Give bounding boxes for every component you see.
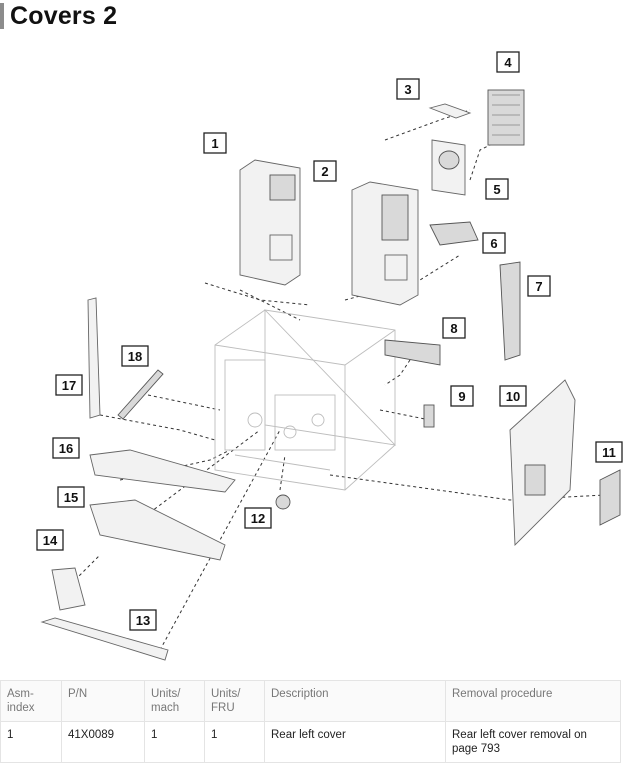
svg-text:18: 18 — [128, 349, 142, 364]
callout-13: 13 — [129, 609, 157, 631]
header-description: Description — [264, 680, 446, 722]
part-17-side-strip — [87, 297, 101, 419]
cell-units-mach: 1 — [144, 721, 205, 763]
part-13-bottom-rail — [40, 617, 169, 661]
callout-12: 12 — [244, 507, 272, 529]
callout-1: 1 — [203, 132, 227, 154]
callout-17: 17 — [55, 374, 83, 396]
svg-text:4: 4 — [504, 55, 512, 70]
cell-description: Rear left cover — [264, 721, 446, 763]
part-14-bracket — [51, 567, 86, 611]
svg-text:6: 6 — [490, 236, 497, 251]
part-11-vent — [599, 469, 621, 526]
svg-text:14: 14 — [43, 533, 58, 548]
cell-removal-procedure: Rear left cover removal on page 793 — [445, 721, 621, 763]
parts-table-header: Asm- index P/N Units/ mach Units/ FRU De… — [0, 680, 621, 722]
callout-9: 9 — [450, 385, 474, 407]
part-7-strip — [499, 261, 521, 361]
svg-text:7: 7 — [535, 279, 542, 294]
callout-15: 15 — [57, 486, 85, 508]
callout-4: 4 — [496, 51, 520, 73]
svg-text:3: 3 — [404, 82, 411, 97]
part-1-rear-left-cover — [239, 159, 301, 286]
part-4-filter — [487, 89, 525, 146]
svg-text:10: 10 — [506, 389, 520, 404]
callout-14: 14 — [36, 529, 64, 551]
svg-text:2: 2 — [321, 164, 328, 179]
part-2-cover — [351, 181, 419, 306]
callout-16: 16 — [52, 437, 80, 459]
part-8-bracket — [384, 339, 441, 366]
header-units-mach: Units/ mach — [144, 680, 205, 722]
callout-6: 6 — [482, 232, 506, 254]
callout-8: 8 — [442, 317, 466, 339]
callout-10: 10 — [499, 385, 527, 407]
page-title-bar: Covers 2 — [0, 2, 117, 30]
part-16-tray — [89, 449, 236, 493]
svg-text:9: 9 — [458, 389, 465, 404]
parts-table: Asm- index P/N Units/ mach Units/ FRU De… — [0, 680, 621, 763]
svg-text:15: 15 — [64, 490, 78, 505]
svg-text:8: 8 — [450, 321, 457, 336]
printer-frame — [214, 308, 397, 491]
part-5-cover — [431, 139, 466, 196]
cell-pn: 41X0089 — [61, 721, 145, 763]
svg-text:17: 17 — [62, 378, 76, 393]
header-asm-index: Asm- index — [0, 680, 62, 722]
svg-text:1: 1 — [211, 136, 218, 151]
callout-2: 2 — [313, 160, 337, 182]
callout-3: 3 — [396, 78, 420, 100]
part-10-right-cover — [509, 379, 576, 547]
svg-text:16: 16 — [59, 441, 73, 456]
part-12-knob — [275, 494, 291, 510]
exploded-parts-diagram: 1 2 3 4 5 6 7 8 9 10 11 12 13 14 15 16 1… — [36, 51, 623, 661]
callout-7: 7 — [527, 275, 551, 297]
part-9-small-part — [423, 404, 435, 428]
svg-text:13: 13 — [136, 613, 150, 628]
part-15-tray — [89, 499, 226, 561]
table-row: 1 41X0089 1 1 Rear left cover Rear left … — [0, 721, 621, 763]
callout-11: 11 — [595, 441, 623, 463]
part-3-cover — [428, 103, 472, 119]
header-pn: P/N — [61, 680, 145, 722]
part-18-rail — [117, 369, 164, 420]
header-removal-procedure: Removal procedure — [445, 680, 621, 722]
svg-text:12: 12 — [251, 511, 265, 526]
svg-text:5: 5 — [493, 182, 500, 197]
callout-18: 18 — [121, 345, 149, 367]
cell-units-fru: 1 — [204, 721, 265, 763]
title-accent-bar — [0, 3, 4, 29]
page-title: Covers 2 — [10, 1, 118, 30]
part-6-bracket — [429, 221, 479, 246]
header-units-fru: Units/ FRU — [204, 680, 265, 722]
svg-text:11: 11 — [602, 445, 616, 460]
cell-asm-index: 1 — [0, 721, 62, 763]
callout-5: 5 — [485, 178, 509, 200]
